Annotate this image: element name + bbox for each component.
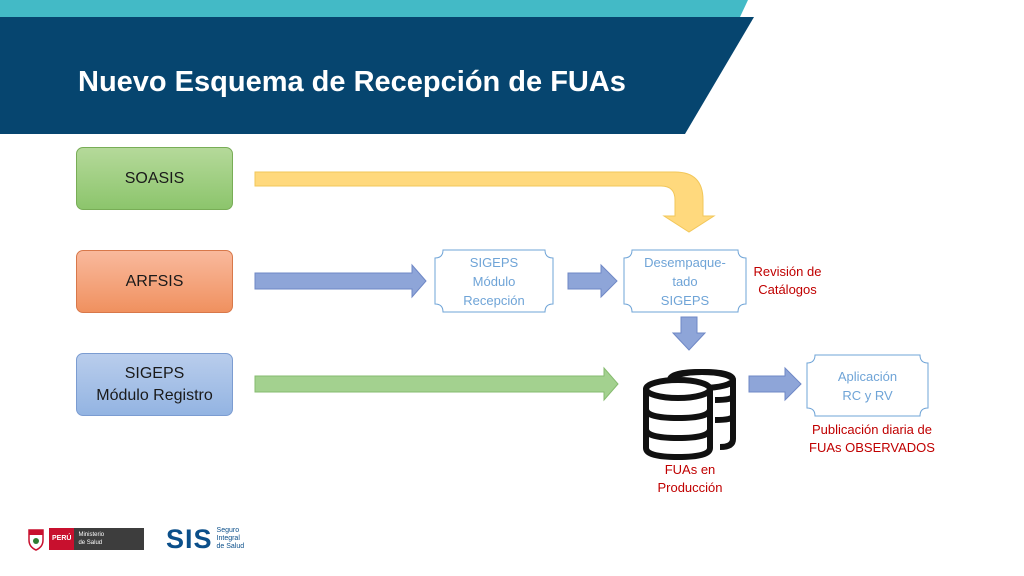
publicacion-line2: FUAs OBSERVADOS: [809, 440, 935, 455]
soasis-box: SOASIS: [76, 147, 233, 210]
revision-line1: Revisión de: [753, 264, 822, 279]
publicacion-note: Publicación diaria de FUAs OBSERVADOS: [795, 421, 949, 457]
sigeps-recepcion-line1: SIGEPS: [469, 254, 519, 270]
sigeps-recepcion-line2: Módulo: [472, 273, 516, 289]
minsa-logo: PERÚ Ministerio de Salud: [26, 527, 144, 551]
soasis-label: SOASIS: [124, 169, 185, 187]
revision-line2: Catálogos: [758, 282, 817, 297]
sis-line2: Integral: [216, 535, 240, 542]
peru-coat-of-arms-icon: [28, 529, 44, 551]
sigeps-recepcion-line3: Recepción: [463, 292, 525, 308]
registro-flow-arrow: [254, 366, 619, 402]
sis-line3: de Salud: [216, 543, 245, 550]
fuas-produccion-note: FUAs en Producción: [640, 461, 740, 497]
desempaquetado-line2: tado: [672, 273, 698, 289]
sis-logo: SIS Seguro Integral de Salud: [166, 523, 244, 555]
soasis-flow-arrow: [254, 171, 716, 233]
header-teal-stripe: [0, 0, 748, 17]
database-flow-arrow: [748, 366, 802, 402]
sis-subtitle: Seguro Integral de Salud: [217, 527, 245, 551]
database-line2: Producción: [657, 480, 723, 495]
sigeps-registro-line1: SIGEPS: [124, 364, 185, 382]
recepcion-flow-arrow: [567, 263, 618, 299]
desempaquetado-shape: [623, 249, 747, 313]
aplicacion-line1: Aplicación: [837, 368, 898, 384]
header-navy-band: [0, 17, 754, 134]
desempaquetado-label: Desempaque- tado SIGEPS: [624, 250, 746, 312]
page-title: Nuevo Esquema de Recepción de FUAs: [78, 66, 626, 98]
arfsis-label: ARFSIS: [125, 272, 184, 290]
sis-line1: Seguro: [216, 527, 240, 534]
database-line1: FUAs en: [664, 462, 716, 477]
sis-logo-text: SIS: [166, 523, 213, 554]
sigeps-recepcion-shape: [434, 249, 554, 313]
aplicacion-shape: [806, 354, 929, 417]
ministerio-line1: Ministerio: [78, 532, 105, 538]
ministerio-line2: de Salud: [78, 540, 103, 546]
ministerio-block: Ministerio de Salud: [74, 528, 144, 550]
sigeps-registro-box: SIGEPS Módulo Registro: [76, 353, 233, 416]
sigeps-recepcion-label: SIGEPS Módulo Recepción: [435, 250, 553, 312]
desempaquetado-line1: Desempaque-: [644, 254, 726, 270]
header-banner: [0, 0, 754, 134]
peru-label: PERÚ: [49, 528, 75, 550]
desempaquetado-down-arrow: [671, 316, 707, 351]
aplicacion-line2: RC y RV: [842, 387, 893, 403]
publicacion-line1: Publicación diaria de: [812, 422, 932, 437]
revision-catalogos-note: Revisión de Catálogos: [740, 263, 835, 299]
arfsis-box: ARFSIS: [76, 250, 233, 313]
database-icon: [643, 368, 736, 461]
aplicacion-label: Aplicación RC y RV: [807, 355, 928, 416]
arfsis-flow-arrow: [254, 263, 427, 299]
sigeps-registro-line2: Módulo Registro: [96, 386, 213, 404]
desempaquetado-line3: SIGEPS: [660, 292, 710, 308]
